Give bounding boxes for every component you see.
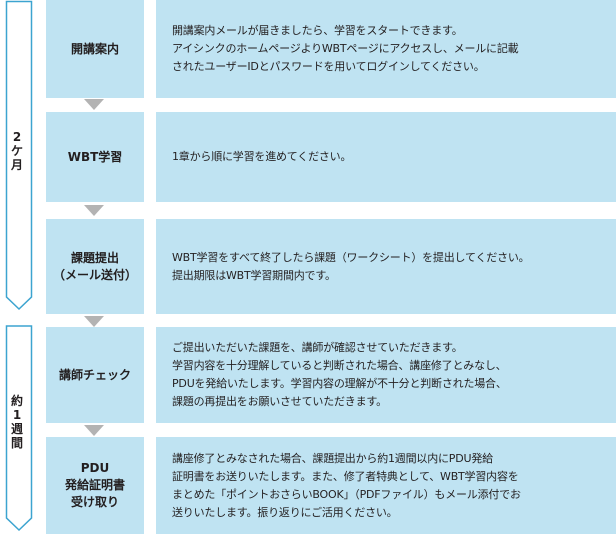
period-label-2-months: 2 ケ 月 [10,130,23,172]
step-desc-pdu-certificate: 講座修了とみなされた場合、課題提出から約1週間以内にPDU発給 証明書をお送りい… [156,437,616,534]
step-desc-assignment-submission: WBT学習をすべて終了したら課題（ワークシート）を提出してください。 提出期限は… [156,219,616,314]
down-arrow-icon [84,316,104,327]
down-arrow-icon [84,99,104,110]
period-arrow-2 [5,325,33,532]
down-arrow-icon [84,425,104,436]
period-arrow-1 [5,0,33,311]
step-title-pdu-certificate: PDU 発給証明書 受け取り [46,437,144,534]
step-desc-instructor-check: ご提出いただいた課題を、講師が確認させていただきます。 学習内容を十分理解してい… [156,327,616,423]
period-label-1-week: 約 1 週 間 [10,394,23,450]
step-desc-opening-notice: 開講案内メールが届きましたら、学習をスタートできます。 アイシンクのホームページ… [156,0,616,98]
step-title-assignment-submission: 課題提出 （メール送付） [46,219,144,314]
step-title-wbt-learning: WBT学習 [46,112,144,202]
step-title-opening-notice: 開講案内 [46,0,144,98]
down-arrow-icon [84,205,104,216]
step-desc-wbt-learning: 1章から順に学習を進めてください。 [156,112,616,202]
step-title-instructor-check: 講師チェック [46,327,144,423]
